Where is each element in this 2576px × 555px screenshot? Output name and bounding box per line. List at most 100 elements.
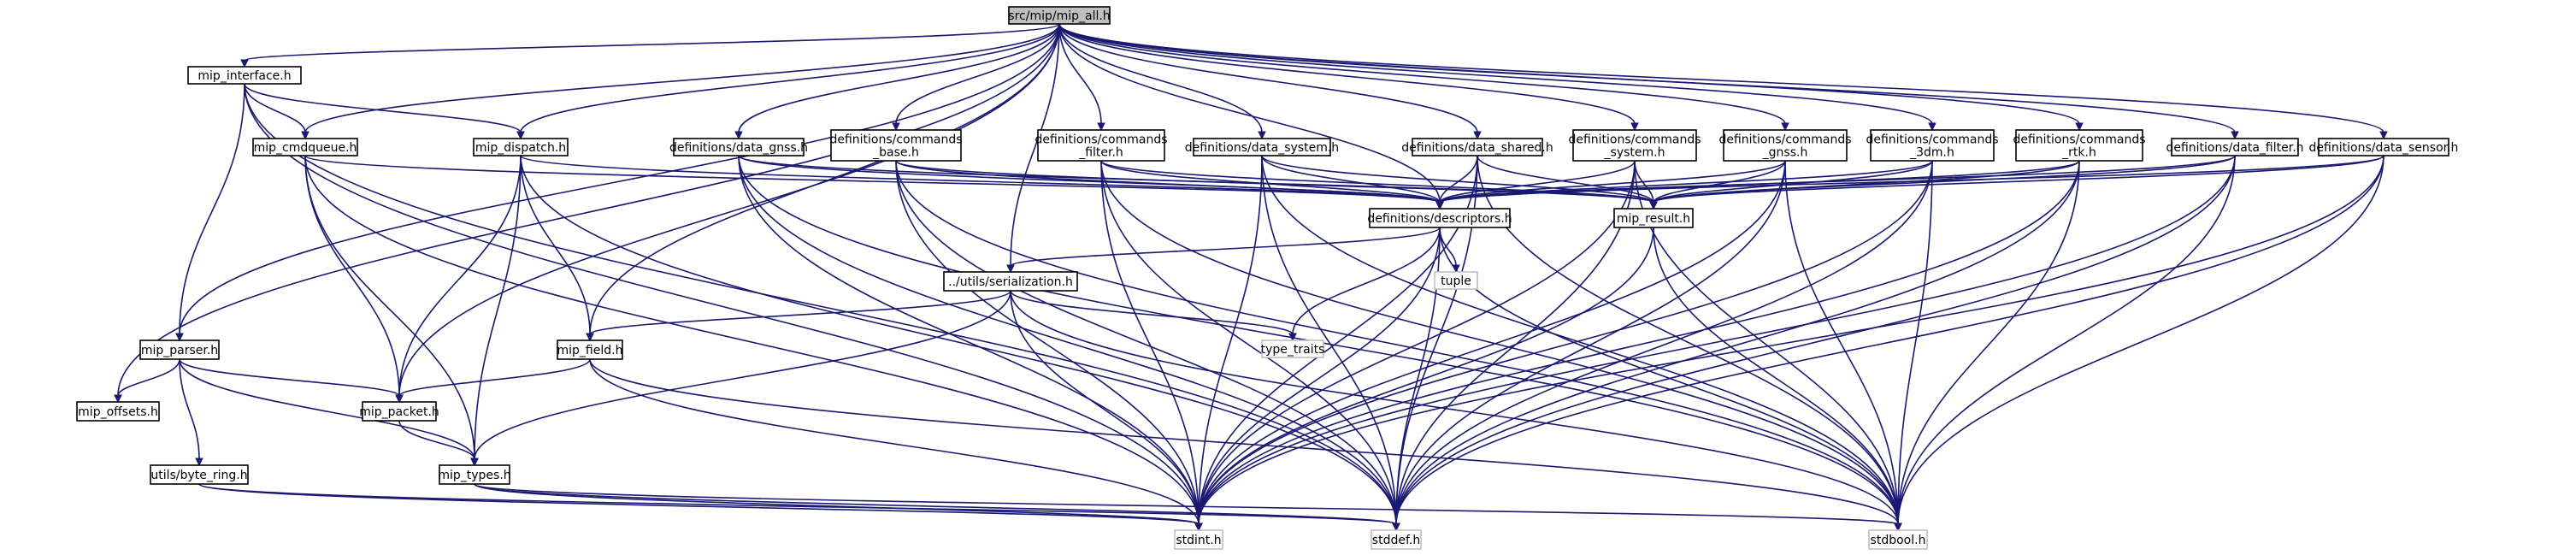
edge-serialization-to-type_traits (1010, 290, 1294, 335)
edge-c_rtk-to-descriptors (1439, 160, 2080, 204)
node-definitions-commands-3dm-h[interactable]: definitions/commands_3dm.h (1866, 129, 1999, 162)
node-mip-result-h[interactable]: mip_result.h (1613, 208, 1694, 228)
file-nodes: src/mip/mip_all.h mip_interface.h mip_cmdq… (76, 6, 2459, 550)
node-label: definitions/commands (2013, 133, 2145, 147)
edge-parser-to-byte_ring (179, 358, 200, 460)
edge-d_filter-to-descriptors (1439, 155, 2236, 204)
edge-mip_all-to-c_gnss (1058, 23, 1786, 125)
edge-types-to-stdint (474, 483, 1200, 525)
node-mip-offsets-h[interactable]: mip_offsets.h (76, 401, 160, 422)
edge-d_sensor-to-descriptors (1439, 155, 2384, 204)
edge-cmdqueue-to-stdint (304, 155, 1200, 525)
edge-c_system-to-descriptors (1439, 160, 1636, 204)
edge-mip_all-to-interface (244, 23, 1060, 62)
node-definitions-data-shared-h[interactable]: definitions/data_shared.h (1401, 138, 1553, 156)
node-label: mip_result.h (1617, 212, 1690, 226)
edge-serialization-to-stdint (1010, 290, 1200, 525)
node-label: ../utils/serialization.h (948, 275, 1073, 289)
edge-c_base-to-stdint (895, 160, 1200, 525)
node-box (1261, 339, 1324, 358)
edge-interface-to-parser (179, 83, 245, 335)
edge-serialization-to-stdbool (1010, 290, 1899, 525)
node-box (139, 339, 220, 360)
node-utils-byte-ring-h[interactable]: utils/byte_ring.h (150, 464, 249, 485)
node-box (1369, 208, 1511, 228)
edge-c_gnss-to-descriptors (1439, 160, 1786, 204)
edge-dispatch-to-packet (398, 155, 522, 397)
node-definitions-data-sensor-h[interactable]: definitions/data_sensor.h (2309, 138, 2459, 156)
edge-mip_all-to-packet (398, 23, 1060, 397)
arrowhead-mip_all-to-c_rtk (2075, 122, 2084, 132)
node-mip-interface-h[interactable]: mip_interface.h (187, 66, 302, 85)
node-label: _base.h (872, 146, 919, 160)
node-box (1193, 138, 1331, 156)
edge-c_gnss-to-stdint (1198, 160, 1786, 525)
node-mip-cmdqueue-h[interactable]: mip_cmdqueue.h (252, 138, 358, 156)
node-box (943, 271, 1078, 292)
arrowhead-mip_all-to-d_system (1258, 131, 1266, 140)
edge-c_rtk-to-stdbool (1897, 160, 2080, 525)
node-definitions-data-filter-h[interactable]: definitions/data_filter.h (2166, 138, 2304, 156)
node-definitions-commands-base-h[interactable]: definitions/commands_base.h (829, 129, 963, 162)
edge-c_filter-to-stdint (1100, 160, 1200, 525)
node-stdint-h: stdint.h (1174, 529, 1223, 550)
arrowhead-mip_all-to-d_shared (1473, 131, 1482, 140)
node-label: mip_dispatch.h (475, 141, 566, 155)
node-box (1868, 529, 1928, 550)
node-definitions-commands-gnss-h[interactable]: definitions/commands_gnss.h (1718, 129, 1852, 162)
edge-mip_all-to-d_sensor (1058, 23, 2384, 133)
edge-d_system-to-stdint (1198, 155, 1263, 525)
edge-mip_all-to-d_shared (1058, 23, 1478, 133)
edge-c_system-to-stdint (1198, 160, 1636, 525)
node-definitions-descriptors-h[interactable]: definitions/descriptors.h (1367, 208, 1512, 228)
edge-interface-to-stddef (244, 83, 1397, 525)
node-box (1174, 529, 1223, 550)
arrowhead-types-to-stdbool (1894, 523, 1902, 532)
node-box (150, 464, 249, 485)
node-label: tuple (1441, 275, 1471, 288)
arrowhead-types-to-stdint (1194, 523, 1203, 532)
edge-d_sensor-to-result (1653, 155, 2384, 204)
edge-packet-to-types (398, 420, 475, 460)
node-src-mip-mip-all-h[interactable]: src/mip/mip_all.h (1008, 6, 1111, 25)
node-label: mip_types.h (438, 469, 510, 482)
node-definitions-data-gnss-h[interactable]: definitions/data_gnss.h (669, 138, 808, 156)
edge-c_3dm-to-result (1653, 160, 1933, 204)
arrowhead-packet-to-types (470, 458, 479, 467)
node-label: definitions/commands (1718, 133, 1851, 147)
edge-types-to-stddef (474, 483, 1397, 525)
edge-d_filter-to-result (1653, 155, 2236, 204)
node-box (1870, 129, 1995, 162)
node-mip-packet-h[interactable]: mip_packet.h (359, 401, 439, 422)
node-label: utils/byte_ring.h (150, 469, 247, 482)
node-definitions-commands-filter-h[interactable]: definitions/commands_filter.h (1035, 129, 1168, 162)
arrowhead-parser-to-offsets (114, 394, 122, 404)
node-mip-field-h[interactable]: mip_field.h (557, 339, 623, 360)
node-definitions-commands-rtk-h[interactable]: definitions/commands_rtk.h (2013, 129, 2146, 162)
node-label: definitions/data_system.h (1185, 141, 1339, 155)
node-box (187, 66, 302, 85)
node-mip-types-h[interactable]: mip_types.h (438, 464, 511, 485)
node-label: mip_interface.h (197, 69, 291, 83)
edge-cmdqueue-to-descriptors (304, 155, 1441, 204)
node-label: definitions/data_filter.h (2166, 141, 2303, 155)
arrowhead-mip_all-to-c_filter (1097, 122, 1105, 132)
arrowhead-mip_all-to-d_filter (2231, 131, 2239, 140)
edge-mip_all-to-descriptors (1058, 23, 1441, 204)
edge-c_gnss-to-result (1653, 160, 1786, 204)
edge-descriptors-to-stdint (1198, 227, 1441, 525)
node-mip-dispatch-h[interactable]: mip_dispatch.h (473, 138, 569, 156)
edge-c_3dm-to-stddef (1395, 160, 1933, 525)
edge-types-to-stdbool (474, 483, 1899, 525)
node-definitions-data-system-h[interactable]: definitions/data_system.h (1185, 138, 1339, 156)
edge-mip_all-to-c_filter (1058, 23, 1102, 125)
node-definitions-commands-system-h[interactable]: definitions/commands_system.h (1568, 129, 1701, 162)
node-mip-parser-h[interactable]: mip_parser.h (139, 339, 220, 360)
arrowhead-serialization-to-type_traits (1288, 333, 1297, 342)
edge-descriptors-to-type_traits (1292, 227, 1441, 335)
node-box (1008, 6, 1111, 25)
edge-d_system-to-stdbool (1261, 155, 1899, 525)
node-utils-serialization-h[interactable]: ../utils/serialization.h (943, 271, 1078, 292)
node-box (1412, 138, 1543, 156)
arrowhead-mip_all-to-d_gnss (734, 131, 743, 140)
